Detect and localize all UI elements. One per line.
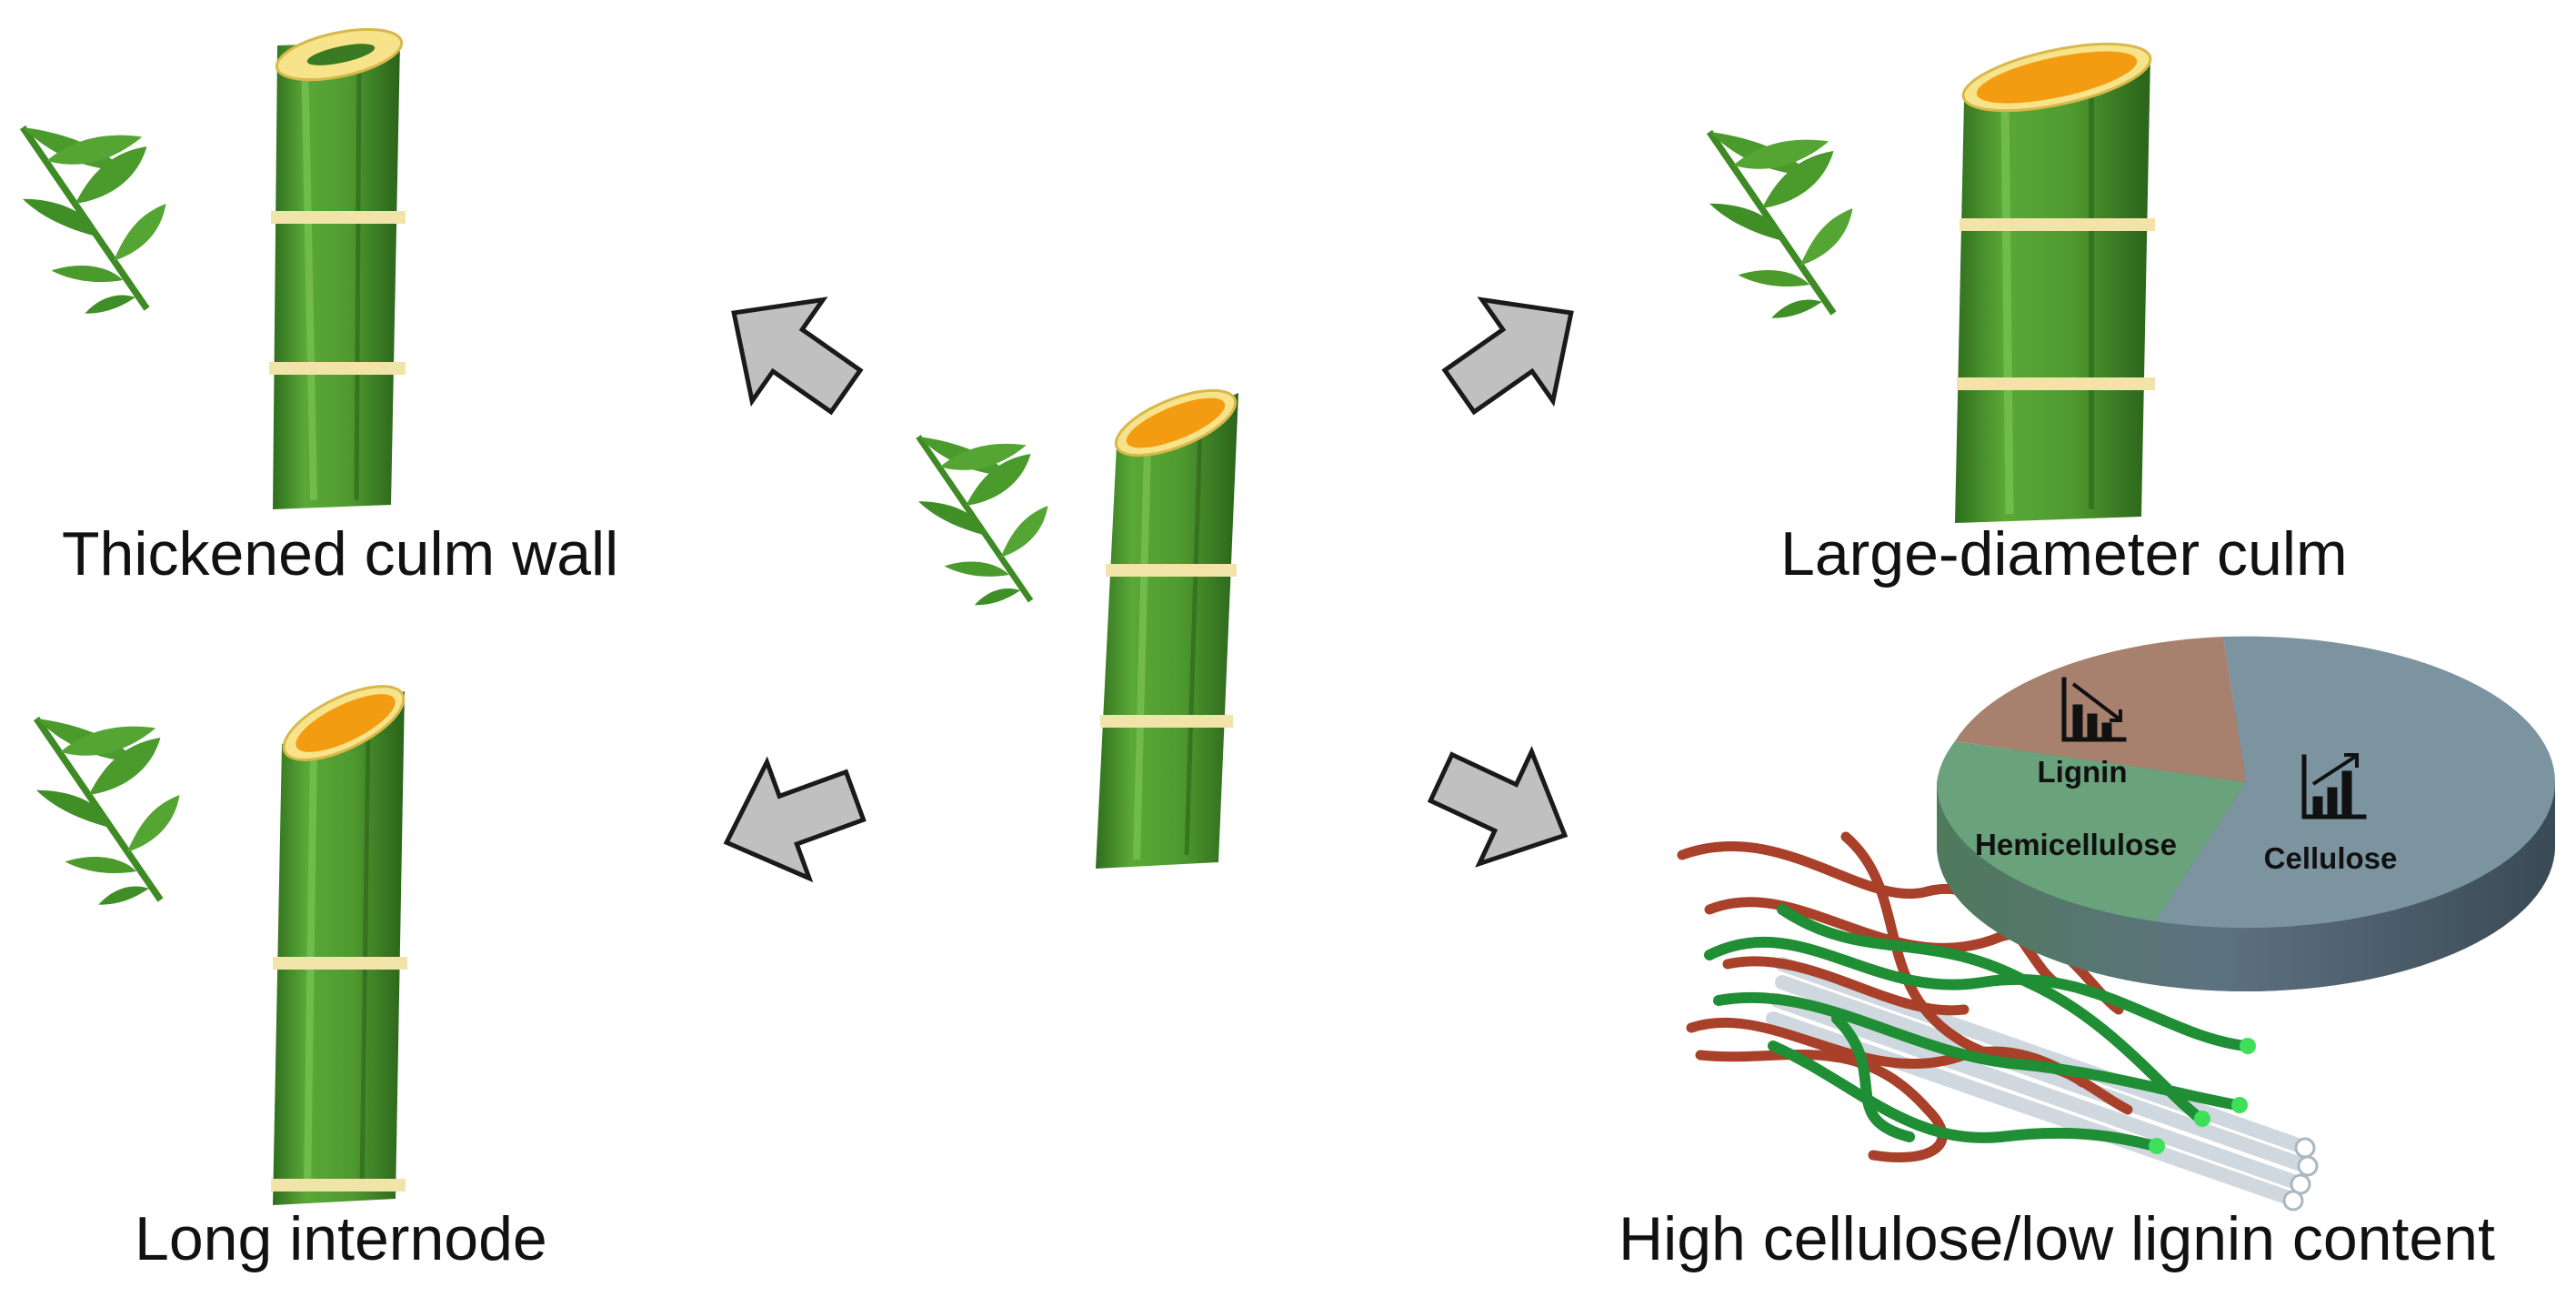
pie-slice-cellulose: [2155, 636, 2556, 929]
arrow-down-left-icon: [706, 738, 876, 900]
arrow-up-left-icon: [698, 262, 881, 441]
caption-long-internode: Long internode: [135, 1204, 547, 1273]
bamboo-long-internode-icon: [36, 685, 407, 1205]
pie-label-lignin: Lignin: [2038, 755, 2128, 789]
arrow-up-right-icon: [1424, 262, 1607, 441]
caption-large-diameter-culm: Large-diameter culm: [1780, 519, 2348, 588]
bamboo-large-diameter-icon: [1709, 42, 2155, 523]
caption-composition: High cellulose/low lignin content: [1619, 1204, 2495, 1273]
bar-chart-up-icon: [2301, 753, 2367, 819]
pie-label-hemicellulose: Hemicellulose: [1975, 828, 2177, 861]
bamboo-thick-wall-icon: [23, 27, 406, 509]
caption-thickened-culm-wall: Thickened culm wall: [62, 519, 619, 588]
pie-slice-lignin: [1955, 637, 2246, 782]
arrow-down-right-icon: [1415, 721, 1590, 891]
composition-pie: Lignin Hemicellulose Cellulose: [1936, 636, 2556, 991]
fiber-bundle-icon: [1677, 831, 2319, 1211]
pie-slice-hemicellulose: [1936, 741, 2246, 921]
bamboo-center-icon: [918, 388, 1238, 869]
pie-label-cellulose: Cellulose: [2264, 841, 2398, 875]
bar-chart-down-icon: [2061, 677, 2127, 742]
